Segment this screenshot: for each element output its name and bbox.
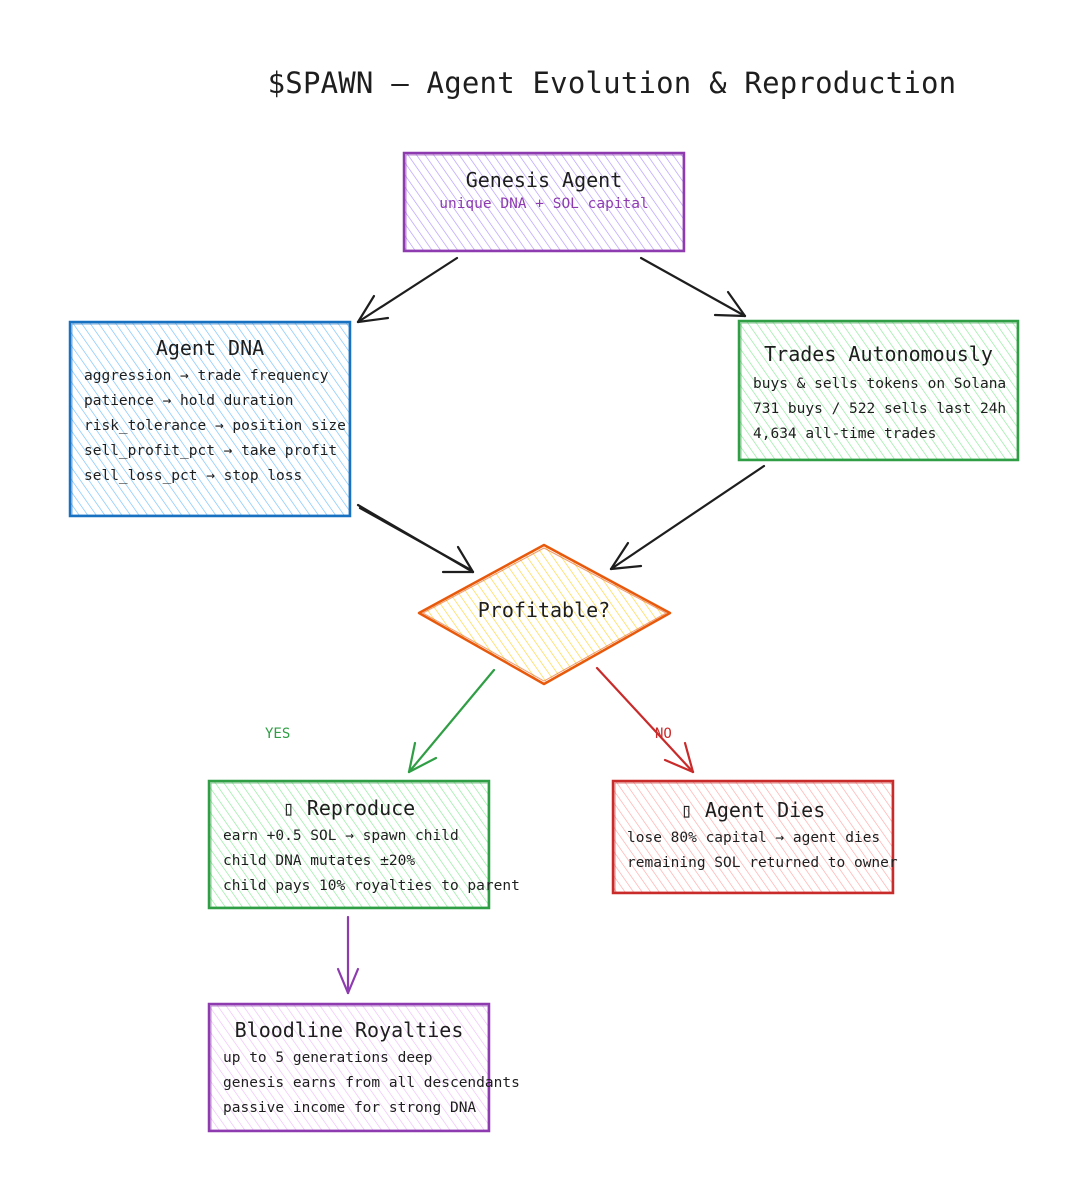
agent-dies-node: ▯ Agent Dies lose 80% capital → agent di… <box>613 798 898 876</box>
agent-dies-box <box>611 779 895 895</box>
dies-rule-line: lose 80% capital → agent dies <box>627 830 881 846</box>
arrow-genesis-to-trades <box>639 256 747 318</box>
trades-stat-line: 4,634 all-time trades <box>753 426 937 442</box>
reproduce-rule-line: child DNA mutates ±20% <box>223 853 416 869</box>
arrow-decision-to-dies <box>595 666 695 774</box>
bloodline-royalties-box <box>207 1002 491 1133</box>
bloodline-rule-line: passive income for strong DNA <box>223 1100 477 1116</box>
reproduce-rule-line: earn +0.5 SOL → spawn child <box>223 828 459 844</box>
trades-autonomously-box <box>737 319 1020 462</box>
bloodline-royalties-node: Bloodline Royalties up to 5 generations … <box>209 1018 520 1121</box>
arrow-genesis-to-dna <box>356 256 459 324</box>
arrow-decision-to-reproduce <box>407 668 496 774</box>
genesis-agent-subtitle: unique DNA + SOL capital <box>439 196 649 212</box>
arrow-dna-to-decision <box>356 503 475 574</box>
dies-rule-line: remaining SOL returned to owner <box>627 855 898 871</box>
profitable-decision-diamond <box>417 543 672 686</box>
arrow-trades-to-decision <box>609 464 766 571</box>
agent-dna-box <box>68 320 352 518</box>
bloodline-rule-line: up to 5 generations deep <box>223 1050 433 1066</box>
agent-dna-heading: Agent DNA <box>155 336 265 360</box>
dna-trait-line: sell_loss_pct → stop loss <box>84 468 303 484</box>
reproduce-rule-line: child pays 10% royalties to parent <box>223 878 520 894</box>
profitable-decision-label: Profitable? <box>477 598 611 622</box>
genesis-agent-heading: Genesis Agent <box>465 168 623 192</box>
dna-trait-line: sell_profit_pct → take profit <box>84 443 338 459</box>
genesis-agent-box <box>402 151 686 253</box>
trades-autonomously-heading: Trades Autonomously <box>764 342 993 366</box>
trades-stat-line: buys & sells tokens on Solana <box>753 376 1007 392</box>
diagram-title: $SPAWN — Agent Evolution & Reproduction <box>267 66 957 100</box>
no-branch-label: NO <box>655 726 672 742</box>
trades-stat-line: 731 buys / 522 sells last 24h <box>753 401 1007 417</box>
dna-trait-line: patience → hold duration <box>84 393 294 409</box>
reproduce-box <box>207 779 491 910</box>
agent-dna-node: Agent DNA aggression → trade frequency p… <box>70 336 350 489</box>
reproduce-node: ▯ Reproduce earn +0.5 SOL → spawn child … <box>209 796 520 899</box>
trades-autonomously-node: Trades Autonomously buys & sells tokens … <box>739 342 1018 447</box>
reproduce-heading: ▯ Reproduce <box>282 796 416 820</box>
bloodline-rule-line: genesis earns from all descendants <box>223 1075 520 1091</box>
yes-branch-label: YES <box>265 726 291 742</box>
dna-trait-line: aggression → trade frequency <box>84 368 329 384</box>
agent-dies-heading: ▯ Agent Dies <box>680 798 826 822</box>
bloodline-royalties-heading: Bloodline Royalties <box>234 1018 464 1042</box>
arrow-reproduce-to-bloodline <box>336 915 360 995</box>
dna-trait-line: risk_tolerance → position size <box>84 418 346 434</box>
genesis-agent-node: Genesis Agent unique DNA + SOL capital <box>404 168 684 212</box>
